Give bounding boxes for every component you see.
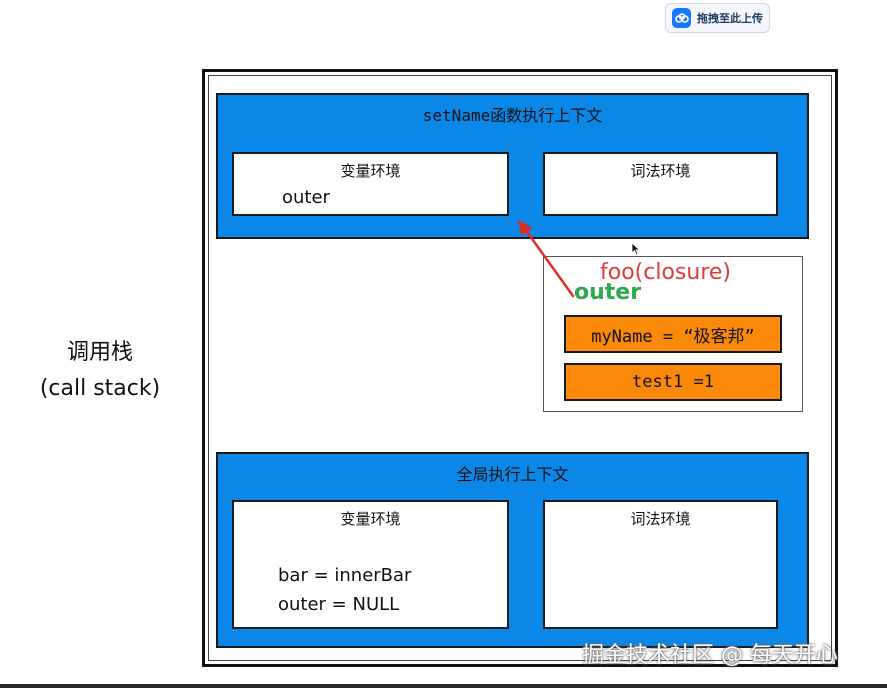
setname-lexical-env: 词法环境 xyxy=(543,152,778,216)
outer-reference-arrow xyxy=(518,220,575,298)
setname-context-title: setName函数执行上下文 xyxy=(422,106,603,125)
closure-outer-label: outer xyxy=(574,280,642,305)
upload-button[interactable]: 拖拽至此上传 xyxy=(665,3,770,33)
call-stack-label-en: (call stack) xyxy=(39,376,161,401)
global-variable-env: 变量环境 bar = innerBar outer = NULL xyxy=(232,500,509,629)
global-var-outer: outer = NULL xyxy=(278,594,400,615)
call-stack-frame xyxy=(202,69,838,667)
global-variable-env-title: 变量环境 xyxy=(340,510,401,528)
watermark: 掘金技术社区 @ 每天开心 xyxy=(582,643,838,668)
cloud-upload-icon xyxy=(672,8,691,28)
upload-label: 拖拽至此上传 xyxy=(697,12,763,25)
closure-item-myname: myName = “极客邦” xyxy=(564,315,782,353)
global-context-title: 全局执行上下文 xyxy=(456,465,569,484)
setname-var-outer: outer xyxy=(282,187,330,208)
setname-lexical-env-title: 词法环境 xyxy=(630,162,691,180)
global-lexical-env: 词法环境 xyxy=(543,500,778,629)
call-stack-label-cn: 调用栈 xyxy=(66,340,133,365)
mouse-cursor-icon xyxy=(631,242,641,256)
global-var-bar: bar = innerBar xyxy=(278,565,412,586)
bottom-bar xyxy=(0,684,887,688)
call-stack-label: 调用栈 (call stack) xyxy=(20,335,180,407)
setname-variable-env: 变量环境 outer xyxy=(232,152,509,216)
closure-item-test1: test1 =1 xyxy=(564,363,782,401)
closure-title: foo(closure) xyxy=(600,260,732,285)
global-lexical-env-title: 词法环境 xyxy=(630,510,691,528)
setname-variable-env-title: 变量环境 xyxy=(340,162,401,180)
